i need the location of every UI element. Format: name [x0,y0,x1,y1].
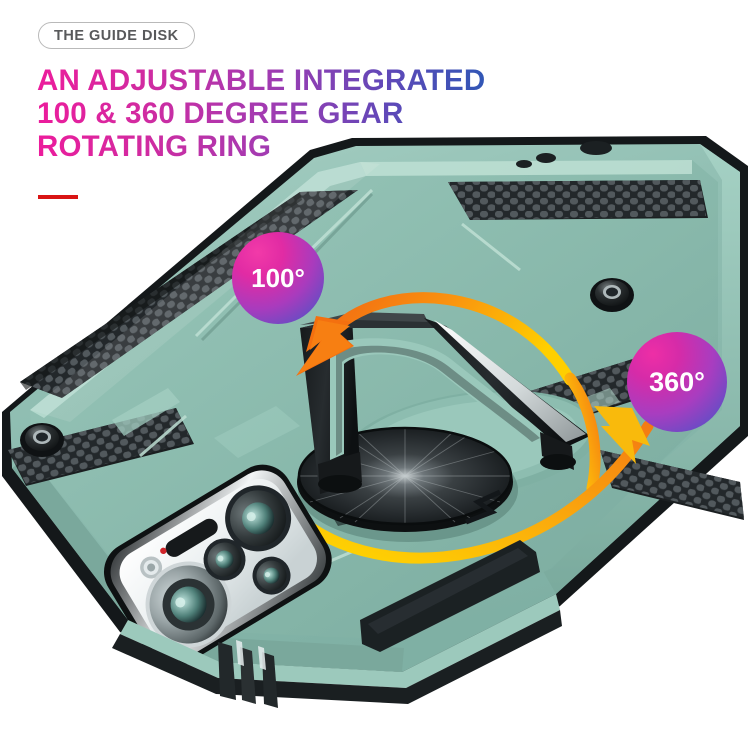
rotation-arc-right-tail [564,372,601,494]
callout-badge-360: 360° [627,332,727,432]
page-title: AN ADJUSTABLE INTEGRATED 100 & 360 DEGRE… [37,64,677,163]
callout-badge-100-label: 100° [251,263,305,293]
guide-disk-badge-label: THE GUIDE DISK [54,27,179,44]
corner-bolt-right [590,278,634,312]
yellow-arrowhead-final [594,406,650,464]
texture-band-top-right [448,180,708,220]
ring-holder [297,312,599,542]
texture-band-low-left [8,408,194,486]
callout-badge-360-label: 360° [649,366,705,397]
case-bottom-edge [112,540,562,708]
rotation-arrow-upper [296,292,576,386]
case-top-buttons [516,141,612,168]
headline-line-3: ROTATING RING [37,130,677,163]
headline-line-2: 100 & 360 DEGREE GEAR [37,97,677,130]
product-photo [0,120,750,750]
corner-bolt-left [20,423,64,457]
camera-red-dot [160,547,167,555]
texture-band-low-right [600,450,744,520]
grip-stripes [218,640,278,708]
guide-disk-badge: THE GUIDE DISK [38,22,195,49]
rotation-arrow-lower [290,420,654,564]
camera-module [103,464,332,668]
title-underline-rule [38,195,78,199]
camera-flash-led [165,518,218,557]
headline-line-1: AN ADJUSTABLE INTEGRATED [37,64,677,97]
callout-badge-100: 100° [232,232,324,324]
